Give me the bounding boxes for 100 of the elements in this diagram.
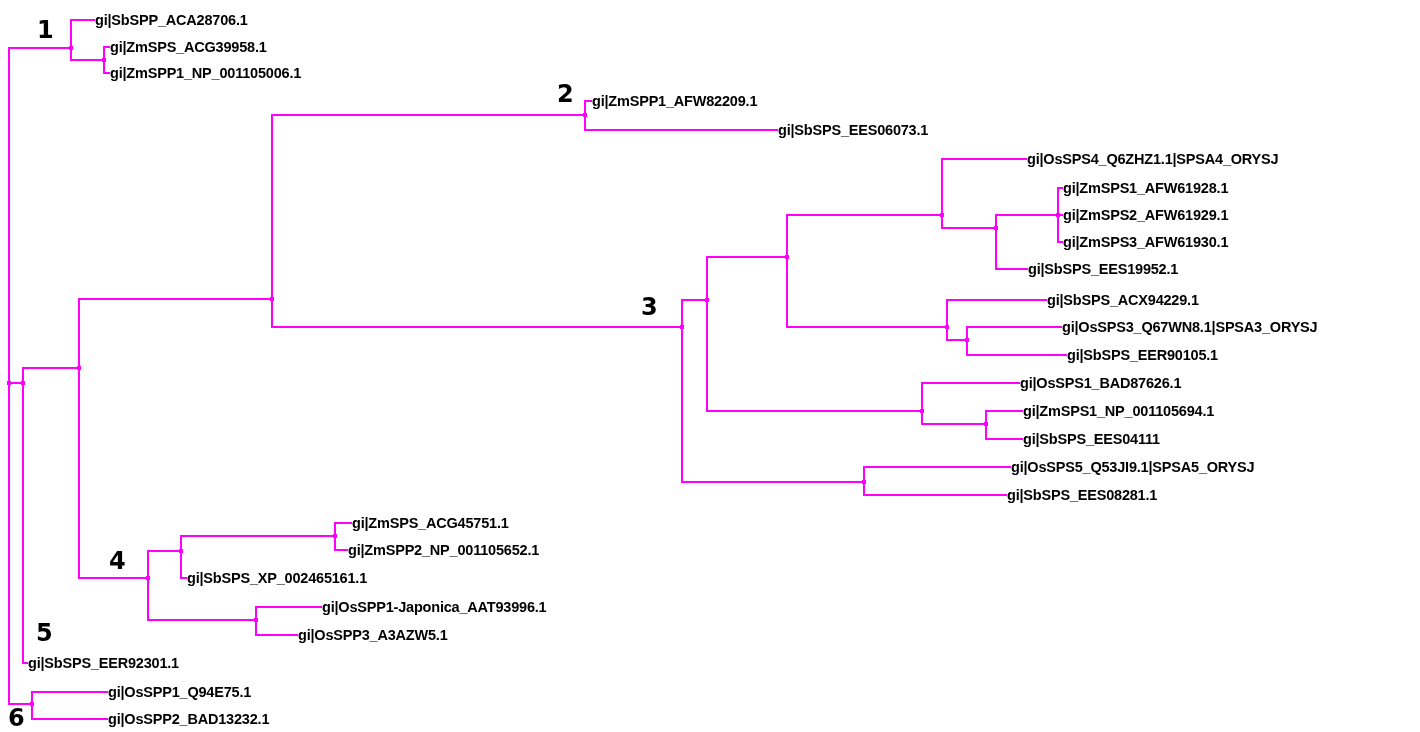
branch-point <box>102 58 106 62</box>
tree-branch <box>255 606 323 621</box>
tree-branch <box>863 466 1012 483</box>
taxon-label: gi|ZmSPP1_AFW82209.1 <box>592 92 758 110</box>
tree-branch <box>941 214 997 229</box>
taxon-label: gi|ZmSPS2_AFW61929.1 <box>1063 206 1229 224</box>
taxon-label: gi|SbSPP_ACA28706.1 <box>95 11 248 29</box>
taxon-label: gi|OsSPP2_BAD13232.1 <box>108 710 270 728</box>
tree-branch <box>103 59 111 74</box>
branch-point <box>69 46 73 50</box>
tree-branch <box>147 550 182 579</box>
taxon-label: gi|ZmSPS_ACG39958.1 <box>110 38 267 56</box>
tree-branch <box>180 535 336 552</box>
branch-point <box>21 381 25 385</box>
branch-point <box>254 618 258 622</box>
tree-branch <box>31 691 109 705</box>
taxon-label: gi|ZmSPP1_NP_001105006.1 <box>110 64 302 82</box>
taxon-label: gi|ZmSPS_ACG45751.1 <box>352 514 509 532</box>
tree-branch <box>8 47 72 384</box>
branch-point <box>7 381 11 385</box>
taxon-label: gi|OsSPS5_Q53JI9.1|SPSA5_ORYSJ <box>1011 458 1255 476</box>
taxon-label: gi|OsSPP1_Q94E75.1 <box>108 683 252 701</box>
branch-point <box>680 325 684 329</box>
tree-branch <box>863 481 1008 496</box>
tree-branch <box>995 214 1059 229</box>
tree-branch <box>78 298 273 369</box>
tree-branch <box>271 114 586 300</box>
tree-branch <box>334 535 349 551</box>
clade-number: 4 <box>109 547 126 575</box>
branch-point <box>1056 213 1060 217</box>
taxon-label: gi|OsSPP1-Japonica_AAT93996.1 <box>322 598 547 616</box>
tree-branch <box>584 114 779 131</box>
taxon-label: gi|ZmSPP2_NP_001105652.1 <box>348 541 540 559</box>
tree-branch <box>681 299 708 328</box>
taxon-label: gi|OsSPS4_Q6ZHZ1.1|SPSA4_ORYSJ <box>1027 150 1279 168</box>
tree-branch <box>584 100 593 116</box>
taxon-label: gi|ZmSPS1_AFW61928.1 <box>1063 179 1229 197</box>
tree-branch <box>966 339 1068 356</box>
taxon-label: gi|SbSPS_EER90105.1 <box>1067 346 1218 364</box>
tree-branch <box>1057 214 1064 243</box>
tree-branch <box>103 46 111 61</box>
taxon-label: gi|SbSPS_ACX94229.1 <box>1047 291 1199 309</box>
taxon-label: gi|OsSPP3_A3AZW5.1 <box>298 626 448 644</box>
branch-point <box>705 298 709 302</box>
clade-number: 5 <box>36 619 53 647</box>
tree-branch <box>681 326 865 483</box>
branch-point <box>984 422 988 426</box>
tree-branch <box>70 47 105 61</box>
tree-branch <box>1057 187 1064 216</box>
branch-point <box>583 113 587 117</box>
branch-point <box>940 213 944 217</box>
tree-branch <box>985 423 1024 440</box>
taxon-label: gi|ZmSPS1_NP_001105694.1 <box>1023 402 1215 420</box>
taxon-label: gi|SbSPS_XP_002465161.1 <box>187 569 368 587</box>
clade-number: 3 <box>641 293 658 321</box>
tree-branch <box>941 158 1028 216</box>
branch-point <box>945 325 949 329</box>
tree-branch <box>946 326 968 341</box>
branch-point <box>30 702 34 706</box>
tree-branch <box>334 522 353 537</box>
branch-point <box>146 576 150 580</box>
tree-branch <box>31 703 109 720</box>
tree-branch <box>706 256 788 301</box>
taxon-label: gi|SbSPS_EER92301.1 <box>28 654 179 672</box>
branch-point <box>862 480 866 484</box>
tree-branch <box>70 19 96 49</box>
branch-point <box>785 255 789 259</box>
tree-branch <box>786 214 943 258</box>
tree-branch <box>921 382 1021 412</box>
tree-branch <box>78 367 149 579</box>
branch-point <box>77 366 81 370</box>
taxon-label: gi|SbSPS_EES19952.1 <box>1028 260 1179 278</box>
clade-number: 6 <box>8 704 25 732</box>
tree-branch <box>706 299 923 412</box>
branch-point <box>333 534 337 538</box>
tree-branch <box>180 550 188 579</box>
branch-point <box>994 226 998 230</box>
taxon-label: gi|SbSPS_EES06073.1 <box>778 121 929 139</box>
tree-branch <box>22 382 29 664</box>
tree-branch <box>921 410 987 425</box>
taxon-label: gi|SbSPS_EES08281.1 <box>1007 486 1158 504</box>
tree-branch <box>786 256 948 328</box>
tree-branch <box>255 619 299 636</box>
branch-point <box>179 549 183 553</box>
tree-branch <box>966 326 1063 341</box>
taxon-label: gi|ZmSPS3_AFW61930.1 <box>1063 233 1229 251</box>
branch-point <box>965 338 969 342</box>
tree-branch <box>8 382 33 705</box>
tree-branch <box>271 298 683 328</box>
taxon-label: gi|SbSPS_EES04111 <box>1023 430 1160 448</box>
tree-branch <box>946 299 1048 328</box>
clade-number: 2 <box>557 80 574 108</box>
tree-branch <box>22 367 80 384</box>
tree-branch <box>995 227 1029 270</box>
tree-branch <box>147 577 257 621</box>
branch-point <box>920 409 924 413</box>
taxon-label: gi|OsSPS1_BAD87626.1 <box>1020 374 1182 392</box>
tree-branch <box>985 410 1024 425</box>
taxon-label: gi|OsSPS3_Q67WN8.1|SPSA3_ORYSJ <box>1062 318 1318 336</box>
clade-number: 1 <box>37 16 54 44</box>
